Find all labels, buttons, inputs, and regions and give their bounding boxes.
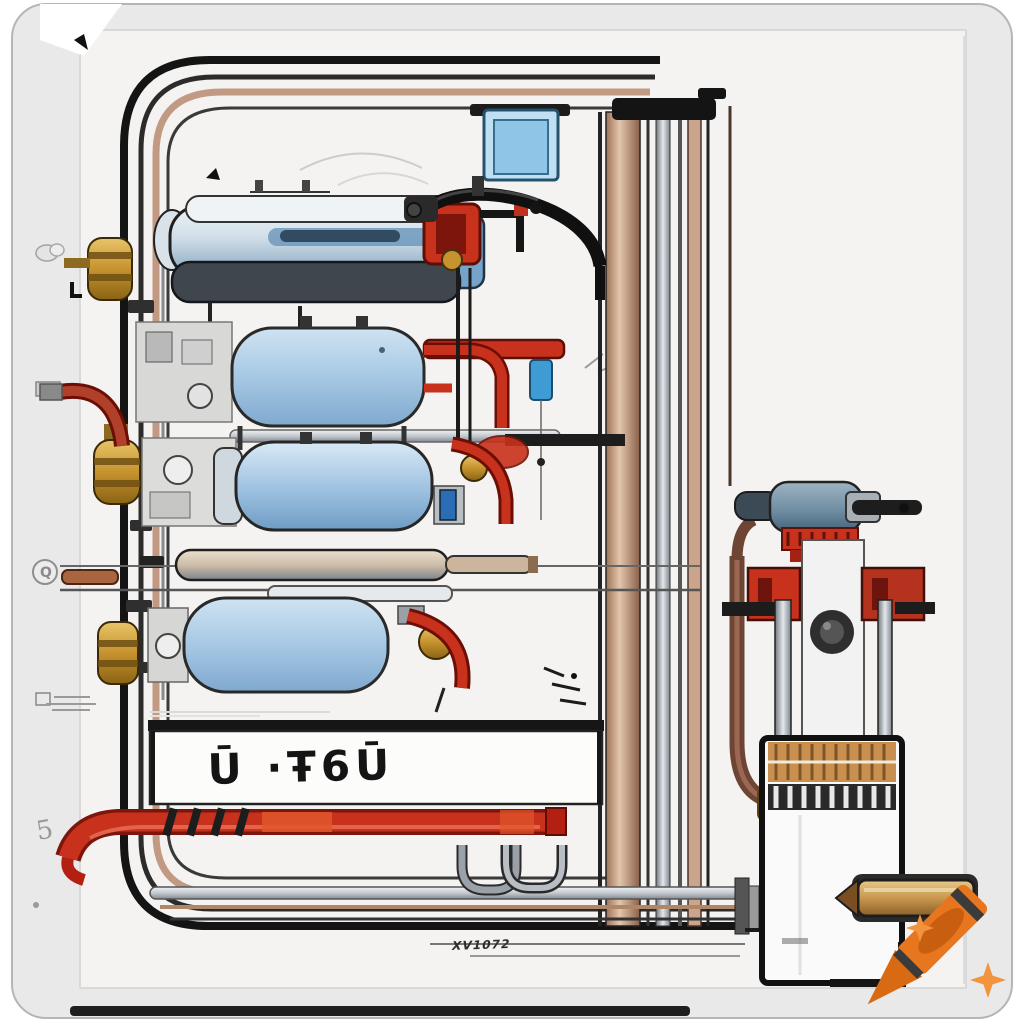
sparkle-icon <box>906 914 934 942</box>
left-gibberish-mark <box>35 692 96 711</box>
red-clamps <box>746 566 926 622</box>
column-emblem <box>810 610 854 654</box>
card-bottom-edge <box>70 1006 690 1016</box>
red-bottom-pipe <box>55 807 567 886</box>
side-pipe-left <box>774 599 792 753</box>
sparkle-icon <box>970 962 1006 998</box>
port-q-text: Q <box>40 565 52 581</box>
red-elbow-left <box>39 383 130 447</box>
tank4-brass-valve <box>97 621 139 685</box>
pipe-tag-text: XV1072 <box>451 937 512 953</box>
motor-head <box>734 480 922 534</box>
bundle-cap-handle <box>698 88 726 99</box>
label-plate-text: Ū ·Ŧ6Ū <box>207 740 395 794</box>
crayon-watermark <box>867 884 1006 1005</box>
bottom-pipe-bundle: XV1072 <box>149 877 774 957</box>
blue-sensor <box>529 359 553 401</box>
tank1-red-valve <box>422 198 528 271</box>
red-pipe-hatching <box>162 807 250 837</box>
port-q-symbol: Q <box>32 559 58 585</box>
hanging-u-pipes <box>456 845 568 896</box>
ink-scribbles <box>543 666 587 706</box>
card-top-left-notch <box>40 4 122 56</box>
curl-mark: 5 <box>34 814 56 846</box>
motor-arm <box>852 500 922 515</box>
horizontal-tank-4: 5 <box>34 381 587 847</box>
boiler-box <box>759 735 905 986</box>
horizontal-tank-3 <box>93 268 529 532</box>
horizontal-tank-2 <box>135 316 625 520</box>
tank3-right-fittings <box>433 435 529 525</box>
horizontal-tank-1 <box>35 168 528 330</box>
tank1-brass-valve <box>64 237 133 301</box>
bundle-top-cap <box>612 98 716 120</box>
tank4-right-valve <box>397 605 471 713</box>
top-blue-box-assembly <box>404 104 607 300</box>
label-plate: Ū ·Ŧ6Ū <box>148 711 604 806</box>
vertical-pipe-bundle <box>598 88 732 927</box>
black-crossbar <box>505 434 625 446</box>
side-pipe-right <box>877 599 893 753</box>
crayon-icon <box>867 884 988 1005</box>
cloud-symbol <box>35 243 65 262</box>
